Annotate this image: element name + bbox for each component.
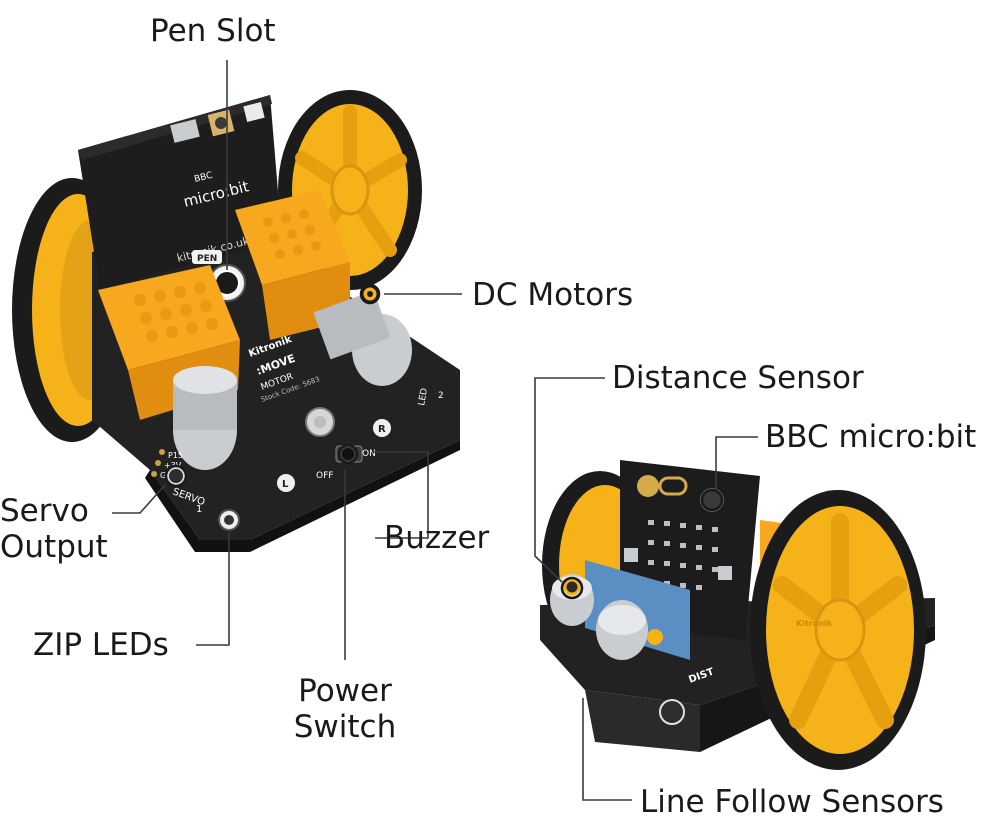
- line-follow-leader: [582, 698, 632, 801]
- leader-lines: [112, 60, 758, 801]
- zip-leds-label: ZIP LEDs: [33, 627, 169, 663]
- led-num-text: 2: [438, 391, 444, 401]
- wheel-brand-text: Kitronik: [796, 619, 833, 628]
- board-bbc-text: BBC: [193, 171, 213, 185]
- right-dc-motor: [235, 190, 412, 386]
- servo-output-label-line2: Output: [0, 529, 108, 565]
- ultrasonic-distance-sensor: [550, 560, 690, 660]
- front-wheel-right: Kitronik: [750, 490, 926, 770]
- left-dc-motor: [98, 265, 240, 470]
- power-switch-label-line1: Power: [298, 673, 392, 709]
- pen-text: PEN: [197, 254, 217, 264]
- left-marker-text: L: [282, 479, 289, 490]
- leader-markers: [164, 283, 724, 600]
- led-text: LED: [417, 387, 430, 406]
- power-switch-label-line2: Switch: [293, 709, 397, 745]
- robot-front-view: DIST: [540, 460, 935, 770]
- buzzer-label: Buzzer: [384, 520, 490, 556]
- bbc-microbit-label: BBC micro:bit: [765, 419, 977, 455]
- servo-num-text: 1: [196, 504, 202, 515]
- servo-output-leader: [112, 484, 166, 514]
- bbc-microbit-leader: [715, 436, 758, 490]
- off-text: OFF: [316, 471, 333, 481]
- zip-leds-leader: [196, 532, 230, 646]
- servo-output-label-line1: Servo: [0, 493, 89, 529]
- robot-top-view: micro:bit BBC kitronik.co.uk PEN: [12, 90, 460, 552]
- buzzer-leader: [372, 451, 429, 539]
- line-follow-sensors-label: Line Follow Sensors: [640, 784, 944, 820]
- pen-slot-label: Pen Slot: [150, 13, 276, 49]
- distance-sensor-leader: [534, 377, 605, 583]
- dc-motors-label: DC Motors: [472, 277, 634, 313]
- p15-text: P15: [168, 451, 183, 460]
- distance-sensor-label: Distance Sensor: [612, 360, 864, 396]
- on-text: ON: [362, 449, 376, 459]
- right-marker-text: R: [378, 424, 386, 435]
